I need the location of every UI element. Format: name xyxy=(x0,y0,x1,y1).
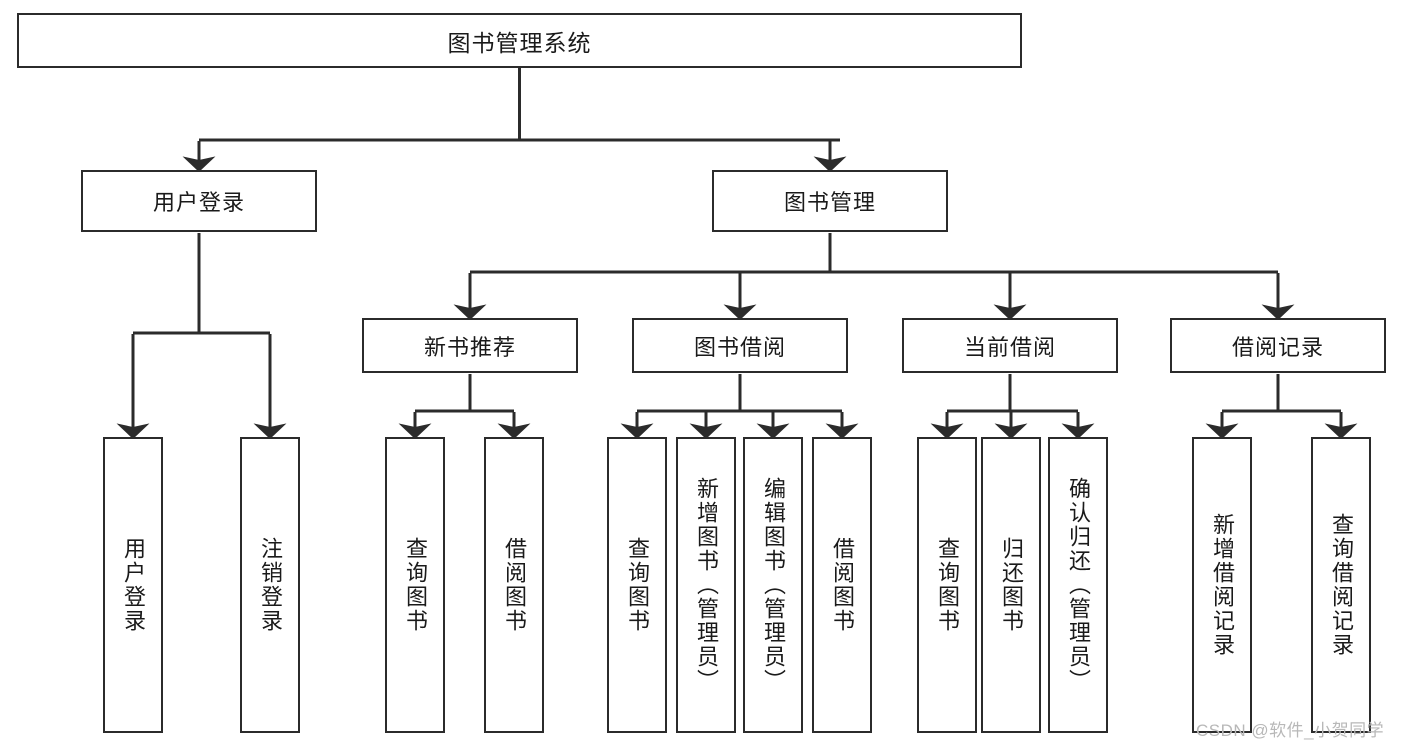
node-label: 编辑图书（管理员） xyxy=(760,477,786,693)
node-label: 图书管理系统 xyxy=(447,29,592,56)
node-label: 查询图书 xyxy=(624,537,650,633)
node-label: 图书借阅 xyxy=(693,334,786,360)
node-leaf-query-borrow-record[interactable]: 查询借阅记录 xyxy=(1311,437,1371,733)
node-leaf-user-logout[interactable]: 注销登录 xyxy=(240,437,300,733)
node-label: 查询图书 xyxy=(934,537,960,633)
node-leaf-user-login[interactable]: 用户登录 xyxy=(103,437,163,733)
node-current-borrow[interactable]: 当前借阅 xyxy=(902,318,1118,373)
node-label: 归还图书 xyxy=(998,537,1024,633)
node-label: 查询图书 xyxy=(402,537,428,633)
node-leaf-confirm-return[interactable]: 确认归还（管理员） xyxy=(1048,437,1108,733)
node-leaf-add-book[interactable]: 新增图书（管理员） xyxy=(676,437,736,733)
node-label: 新增借阅记录 xyxy=(1209,513,1235,657)
node-root-system[interactable]: 图书管理系统 xyxy=(17,13,1022,68)
node-label: 借阅记录 xyxy=(1231,334,1324,360)
node-leaf-query-book-borrow[interactable]: 查询图书 xyxy=(607,437,667,733)
node-label: 新增图书（管理员） xyxy=(693,477,719,693)
node-borrow-record[interactable]: 借阅记录 xyxy=(1170,318,1386,373)
node-book-borrow[interactable]: 图书借阅 xyxy=(632,318,848,373)
node-book-manage[interactable]: 图书管理 xyxy=(712,170,948,232)
node-label: 用户登录 xyxy=(152,190,245,215)
node-leaf-query-book-current[interactable]: 查询图书 xyxy=(917,437,977,733)
node-label: 查询借阅记录 xyxy=(1328,513,1354,657)
node-leaf-add-borrow-record[interactable]: 新增借阅记录 xyxy=(1192,437,1252,733)
node-leaf-query-book-recommend[interactable]: 查询图书 xyxy=(385,437,445,733)
node-label: 新书推荐 xyxy=(423,334,516,360)
node-label: 借阅图书 xyxy=(501,537,527,633)
node-new-book-recommend[interactable]: 新书推荐 xyxy=(362,318,578,373)
node-label: 当前借阅 xyxy=(963,334,1056,360)
node-label: 用户登录 xyxy=(120,537,146,633)
node-leaf-borrow-book[interactable]: 借阅图书 xyxy=(812,437,872,733)
node-leaf-return-book[interactable]: 归还图书 xyxy=(981,437,1041,733)
node-label: 图书管理 xyxy=(783,190,876,215)
node-label: 确认归还（管理员） xyxy=(1065,477,1091,693)
node-user-login[interactable]: 用户登录 xyxy=(81,170,317,232)
node-label: 注销登录 xyxy=(257,537,283,633)
node-leaf-edit-book[interactable]: 编辑图书（管理员） xyxy=(743,437,803,733)
node-leaf-borrow-book-recommend[interactable]: 借阅图书 xyxy=(484,437,544,733)
csdn-watermark: CSDN @软件_小贺同学 xyxy=(1196,721,1385,740)
node-label: 借阅图书 xyxy=(829,537,855,633)
